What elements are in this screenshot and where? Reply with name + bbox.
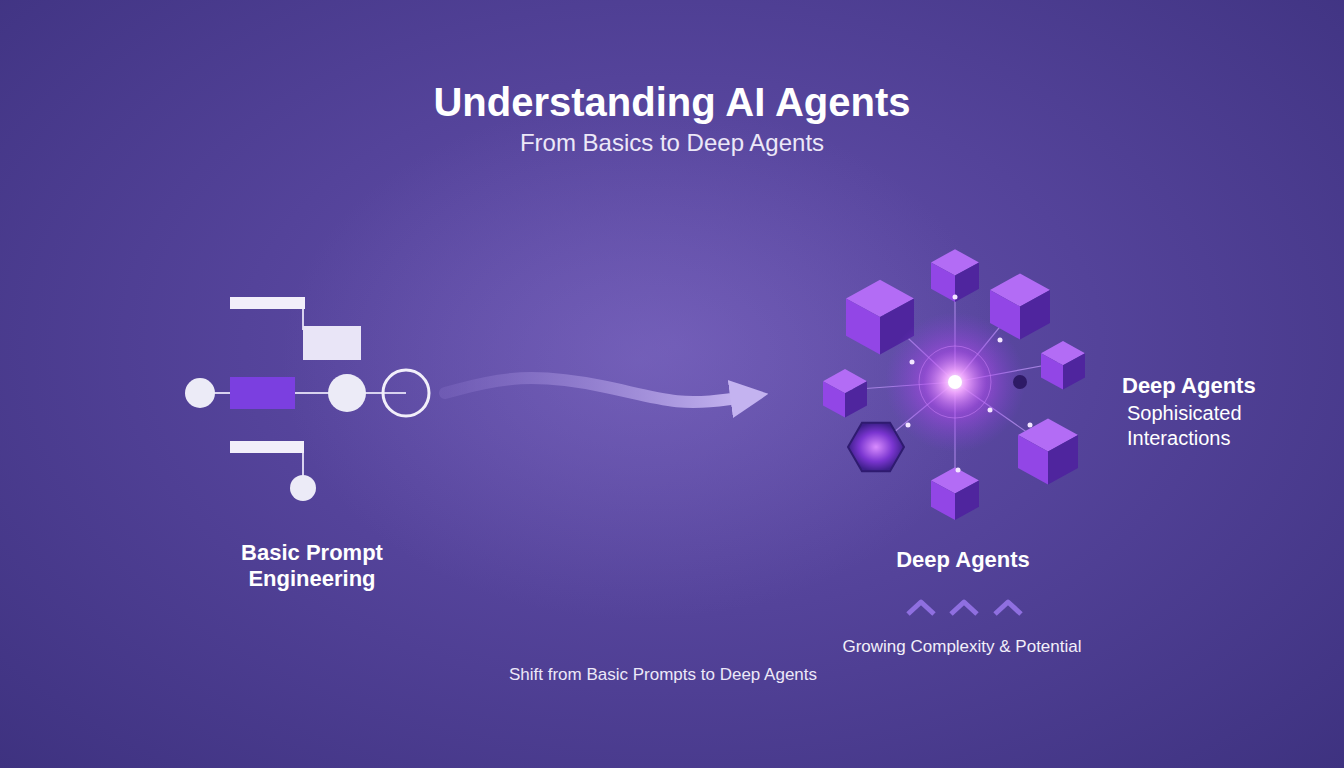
title: Understanding AI Agents	[272, 78, 1072, 126]
prompt-illustration	[185, 297, 429, 501]
node-label: Deep Agents	[863, 547, 1063, 573]
agent-group: Deep Agents	[752, 235, 1112, 580]
subtitle: From Basics to Deep Agents	[372, 129, 972, 158]
chevrons	[908, 602, 1021, 614]
prompt-group: Basic Prompt Engineering	[180, 290, 445, 600]
node-label: Basic Prompt Engineering	[212, 540, 412, 593]
flow-arrow	[445, 378, 738, 402]
caption: Shift from Basic Prompts to Deep Agents	[413, 665, 913, 685]
side-heading: Deep Agents	[1122, 373, 1322, 399]
side-description: Sophisicated Interactions	[1127, 401, 1277, 451]
agent-cluster	[823, 249, 1085, 520]
note: Growing Complexity & Potential	[822, 637, 1102, 657]
